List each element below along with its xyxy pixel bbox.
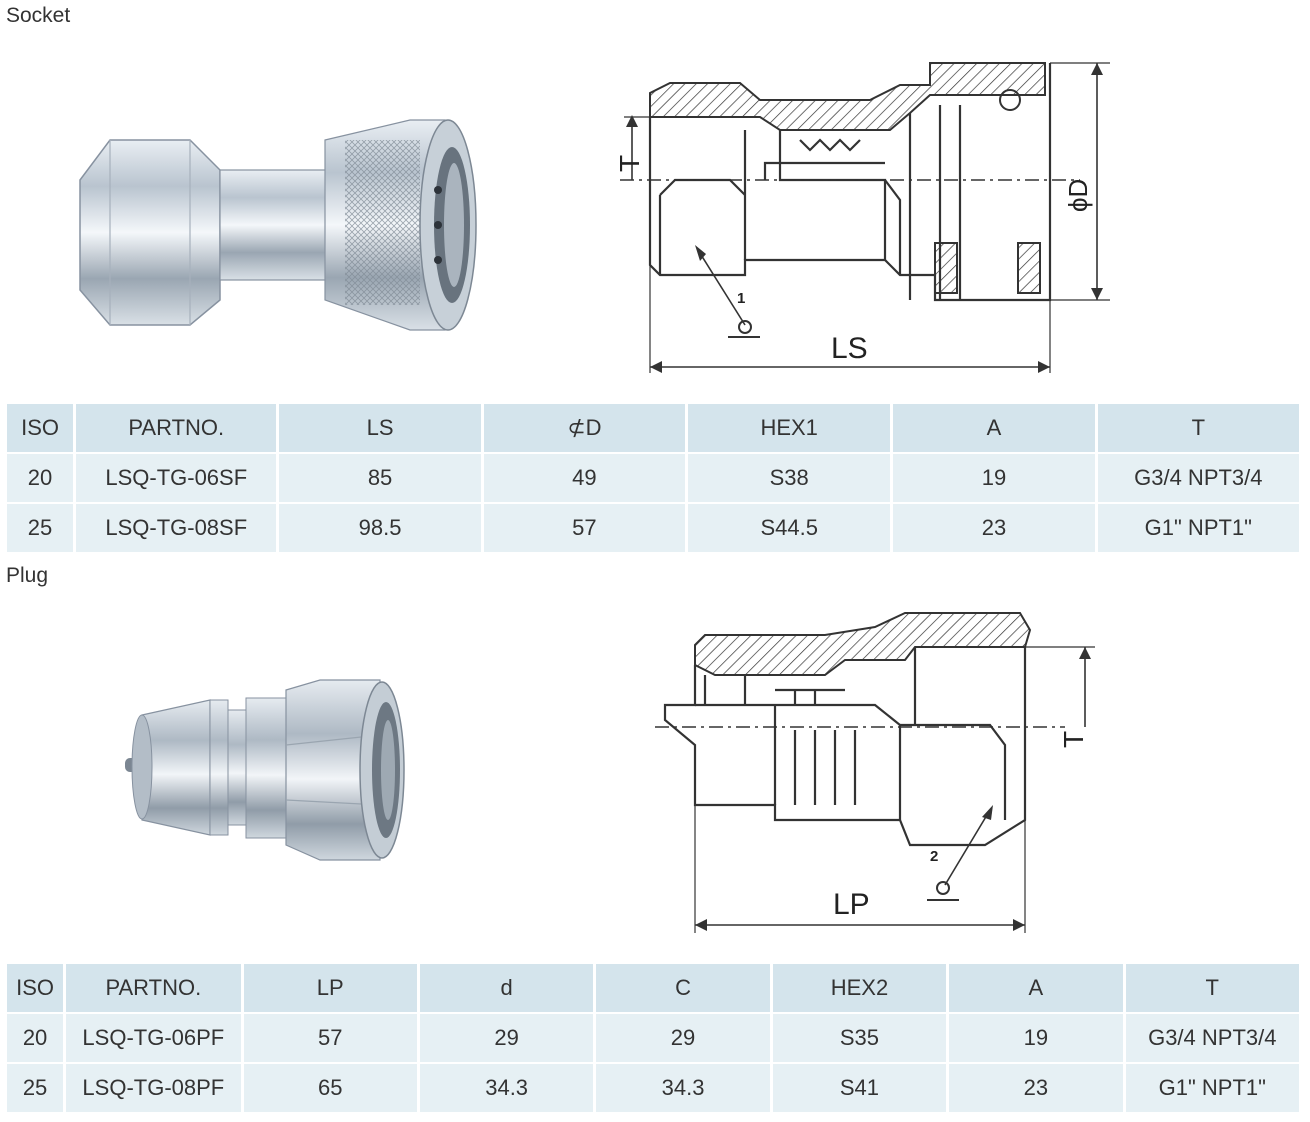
socket-photo xyxy=(79,119,477,331)
plug-cell-c: 34.3 xyxy=(596,1064,770,1112)
socket-header-a: A xyxy=(893,404,1095,452)
plug-header-c: C xyxy=(596,964,770,1012)
socket-header-t: T xyxy=(1097,404,1299,452)
socket-drawing xyxy=(620,62,1110,373)
plug-cell-partno: LSQ-TG-08PF xyxy=(66,1064,241,1112)
plug-cell-hex2: S41 xyxy=(772,1064,947,1112)
plug-cell-d: 34.3 xyxy=(419,1064,594,1112)
plug-header-hex2: HEX2 xyxy=(772,964,947,1012)
socket-cell-hex1: S38 xyxy=(688,454,891,502)
socket-header-partno: PARTNO. xyxy=(76,404,277,452)
plug-cell-d: 29 xyxy=(419,1014,594,1062)
socket-cell-iso: 25 xyxy=(7,504,74,552)
socket-cell-a: 19 xyxy=(893,454,1095,502)
plug-cell-iso: 25 xyxy=(7,1064,64,1112)
plug-header-d: d xyxy=(419,964,594,1012)
plug-title: Plug xyxy=(6,564,49,587)
socket-header-ls: LS xyxy=(279,404,481,452)
socket-cell-t: G3/4 NPT3/4 xyxy=(1097,454,1299,502)
socket-dim-ls-label: LS xyxy=(831,332,868,365)
plug-header-lp: LP xyxy=(243,964,417,1012)
socket-header-d: ⊄D xyxy=(483,404,686,452)
socket-table-header-row: ISO PARTNO. LS ⊄D HEX1 A T xyxy=(7,404,1299,452)
socket-cell-ls: 98.5 xyxy=(279,504,481,552)
plug-header-iso: ISO xyxy=(7,964,64,1012)
table-row: 20 LSQ-TG-06SF 85 49 S38 19 G3/4 NPT3/4 xyxy=(7,454,1299,502)
plug-cell-lp: 65 xyxy=(243,1064,417,1112)
socket-spec-table: ISO PARTNO. LS ⊄D HEX1 A T 20 LSQ-TG-06S… xyxy=(4,402,1302,554)
table-row: 25 LSQ-TG-08PF 65 34.3 34.3 S41 23 G1" N… xyxy=(7,1064,1299,1112)
socket-cell-partno: LSQ-TG-06SF xyxy=(76,454,277,502)
plug-header-a: A xyxy=(949,964,1123,1012)
plug-cell-t: G3/4 NPT3/4 xyxy=(1125,1014,1299,1062)
socket-cell-partno: LSQ-TG-08SF xyxy=(76,504,277,552)
plug-table-header-row: ISO PARTNO. LP d C HEX2 A T xyxy=(7,964,1299,1012)
plug-cell-hex2: S35 xyxy=(772,1014,947,1062)
socket-cell-ls: 85 xyxy=(279,454,481,502)
plug-cell-lp: 57 xyxy=(243,1014,417,1062)
plug-mark-label: 2 xyxy=(930,848,939,865)
plug-cell-partno: LSQ-TG-06PF xyxy=(66,1014,241,1062)
socket-header-hex1: HEX1 xyxy=(688,404,891,452)
plug-dim-t-label: T xyxy=(1058,730,1089,748)
socket-header-iso: ISO xyxy=(7,404,74,452)
plug-cell-a: 19 xyxy=(949,1014,1123,1062)
socket-dim-phid-label: ϕD xyxy=(1063,178,1093,212)
socket-cell-a: 23 xyxy=(893,504,1095,552)
socket-mark-label: 1 xyxy=(737,290,746,307)
socket-cell-d: 57 xyxy=(483,504,686,552)
table-row: 20 LSQ-TG-06PF 57 29 29 S35 19 G3/4 NPT3… xyxy=(7,1014,1299,1062)
socket-dim-t-label: T xyxy=(614,154,645,172)
plug-cell-t: G1" NPT1" xyxy=(1125,1064,1299,1112)
plug-header-t: T xyxy=(1125,964,1299,1012)
plug-photo xyxy=(125,679,405,861)
plug-cell-iso: 20 xyxy=(7,1014,64,1062)
plug-cell-c: 29 xyxy=(596,1014,770,1062)
table-row: 25 LSQ-TG-08SF 98.5 57 S44.5 23 G1" NPT1… xyxy=(7,504,1299,552)
socket-cell-d: 49 xyxy=(483,454,686,502)
socket-cell-hex1: S44.5 xyxy=(688,504,891,552)
plug-dim-lp-label: LP xyxy=(833,888,870,921)
plug-drawing xyxy=(655,612,1095,933)
plug-spec-table: ISO PARTNO. LP d C HEX2 A T 20 LSQ-TG-06… xyxy=(4,962,1302,1114)
socket-cell-iso: 20 xyxy=(7,454,74,502)
socket-cell-t: G1" NPT1" xyxy=(1097,504,1299,552)
socket-title: Socket xyxy=(6,4,71,27)
plug-header-partno: PARTNO. xyxy=(66,964,241,1012)
plug-cell-a: 23 xyxy=(949,1064,1123,1112)
